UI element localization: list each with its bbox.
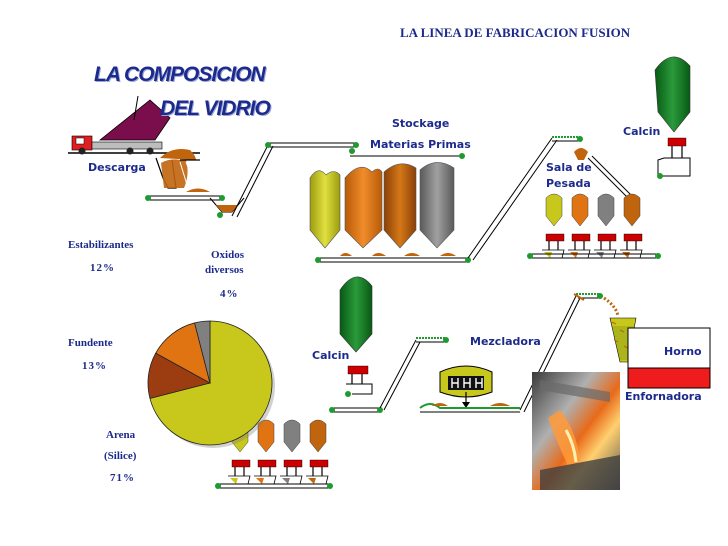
unloading-hopper-icon: [156, 158, 200, 188]
oxidos-label-line1: Oxidos: [211, 250, 244, 261]
calcin-silo-bottom: [340, 277, 372, 397]
descarga-label: Descarga: [88, 162, 146, 173]
calcin-silo-top: [655, 57, 690, 179]
oxidos-label-line2: diversos: [205, 265, 244, 276]
composition-pie-chart: [148, 321, 275, 448]
conveyor-belt-1: [145, 189, 225, 202]
enfornadora-label: Enfornadora: [625, 391, 702, 402]
stockage-label-line1: Stockage: [392, 118, 449, 129]
weighing-hopper: [624, 194, 640, 226]
calcin-bottom-label: Calcin: [312, 350, 349, 361]
oxidos-pct: 4%: [220, 289, 239, 300]
furnace-photo: [532, 372, 620, 490]
furnace-icon: [628, 328, 710, 388]
line-title: LA LINEA DE FABRICACION FUSION: [400, 26, 630, 39]
conveyor-belt-2: [315, 253, 471, 263]
horno-label: Horno: [664, 346, 702, 357]
weighing-hopper: [284, 420, 300, 452]
calcin-top-label: Calcin: [623, 126, 660, 137]
weighing-hoppers-top: [542, 194, 642, 258]
sala-label-line1: Sala de: [546, 162, 592, 173]
sala-label-line2: Pesada: [546, 178, 591, 189]
weighing-hopper: [572, 194, 588, 226]
arena-pct: 71%: [110, 473, 135, 484]
storage-silos: [310, 153, 465, 248]
fundente-label: Fundente: [68, 338, 113, 349]
estabilizantes-pct: 12%: [90, 263, 115, 274]
weighing-chute: [588, 156, 634, 200]
bucket-elevator-2: [468, 136, 588, 260]
estabilizantes-label: Estabilizantes: [68, 240, 133, 251]
mixer-icon: [420, 366, 520, 412]
weighing-hopper: [310, 420, 326, 452]
weighing-hopper: [546, 194, 562, 226]
weighing-hopper: [598, 194, 614, 226]
mezcladora-label: Mezcladora: [470, 336, 541, 347]
conveyor-belt-4: [215, 483, 333, 489]
transfer-hopper-icon: [210, 198, 244, 218]
stockage-label-line2: Materias Primas: [370, 139, 471, 150]
arena-label-line1: Arena: [106, 430, 135, 441]
composition-title-line2: DEL VIDRIO: [160, 98, 270, 119]
arena-label-line2: (Silice): [104, 451, 136, 462]
composition-title-line1: LA COMPOSICION: [94, 64, 265, 85]
fundente-pct: 13%: [82, 361, 107, 372]
